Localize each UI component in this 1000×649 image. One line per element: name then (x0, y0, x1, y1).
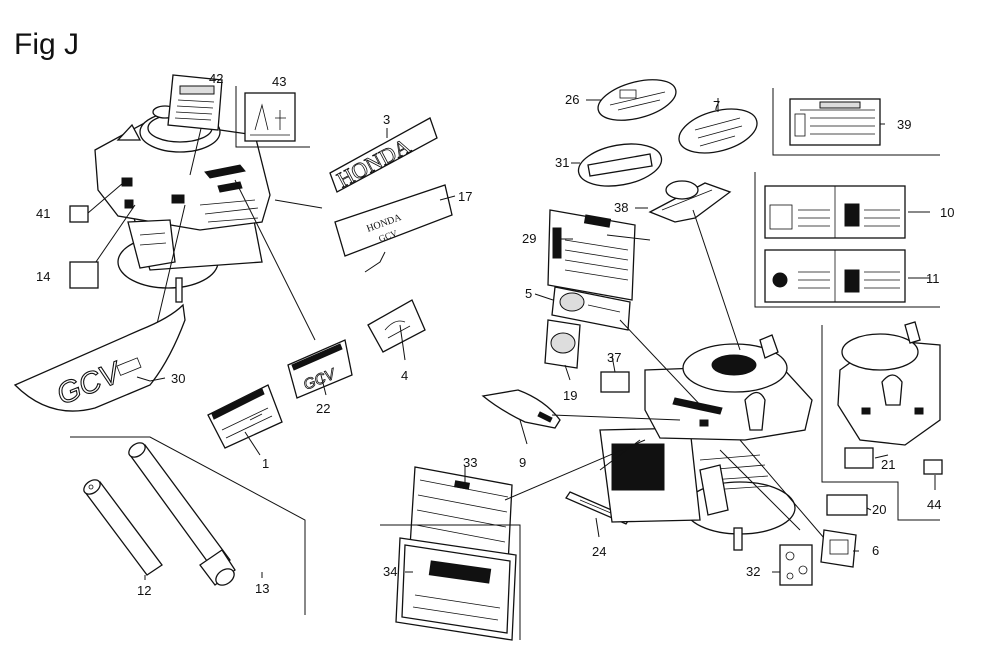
engine-right (599, 334, 813, 551)
callout-37: 37 (607, 350, 621, 365)
decal-1 (207, 384, 283, 449)
callout-32: 32 (746, 564, 760, 579)
decal-30-gcv: GCV (13, 303, 186, 412)
callout-30: 30 (171, 371, 185, 386)
callout-6: 6 (872, 543, 879, 558)
callout-17: 17 (458, 189, 472, 204)
decal-29 (547, 209, 636, 301)
decal-34 (395, 537, 517, 641)
decal-17: HONDA GCV (334, 184, 453, 257)
callout-leaders (136, 98, 936, 580)
decal-10 (764, 185, 906, 239)
decal-39 (789, 98, 881, 146)
group-boundary-39 (772, 88, 940, 156)
callout-38: 38 (614, 200, 628, 215)
tube-13 (128, 442, 236, 586)
tube-12 (83, 479, 163, 576)
leader-lines-left (86, 81, 323, 376)
group-boundary-lower-left (70, 436, 306, 615)
honda-text: HONDA (333, 133, 415, 192)
callout-5: 5 (525, 286, 532, 301)
callout-44: 44 (927, 497, 941, 512)
engine-left (94, 105, 271, 303)
decal-43 (244, 92, 296, 142)
figure-title: Fig J (14, 28, 80, 61)
decal-19 (544, 319, 581, 369)
callout-22: 22 (316, 401, 330, 416)
callout-42: 42 (209, 71, 223, 86)
decal-31 (577, 143, 663, 187)
callout-14: 14 (36, 269, 50, 284)
decal-21 (844, 447, 874, 469)
callout-19: 19 (563, 388, 577, 403)
callout-10: 10 (940, 205, 954, 220)
group-boundary-10-11 (754, 172, 940, 308)
callout-43: 43 (272, 74, 286, 89)
decal-9 (481, 389, 561, 429)
decal-44 (923, 459, 943, 475)
callout-33: 33 (463, 455, 477, 470)
decal-26 (597, 79, 677, 121)
callout-20: 20 (872, 502, 886, 517)
callout-39: 39 (897, 117, 911, 132)
callout-34: 34 (383, 564, 397, 579)
decal-41 (69, 205, 89, 223)
callout-1: 1 (262, 456, 269, 471)
callout-21: 21 (881, 457, 895, 472)
callout-4: 4 (401, 368, 408, 383)
decal-32 (779, 544, 813, 586)
decal-11 (764, 249, 906, 303)
decal-5 (551, 286, 631, 331)
callout-11: 11 (926, 271, 940, 286)
decal-20 (826, 494, 868, 516)
callout-24: 24 (592, 544, 606, 559)
decal-3-honda: HONDA (329, 117, 438, 193)
callout-9: 9 (519, 455, 526, 470)
callout-3: 3 (383, 112, 390, 127)
callout-7: 7 (713, 98, 720, 113)
callout-numbers: 42 43 3 17 41 14 30 22 4 1 12 13 26 7 31… (36, 71, 954, 598)
decal-22-gcv: GCV (287, 339, 353, 399)
callout-26: 26 (565, 92, 579, 107)
callout-41: 41 (36, 206, 50, 221)
decal-14 (69, 261, 99, 289)
group-boundary-33-34 (380, 524, 521, 640)
leader-lines-right (504, 209, 831, 546)
callout-29: 29 (522, 231, 536, 246)
group-boundary-inset (821, 325, 940, 521)
decal-4 (367, 299, 426, 353)
decal-42 (167, 74, 223, 131)
decal-37 (600, 371, 630, 393)
callout-31: 31 (555, 155, 569, 170)
engine-inset (837, 321, 941, 446)
decal-6 (820, 529, 857, 568)
decal-38 (648, 180, 732, 223)
callout-12: 12 (137, 583, 151, 598)
callout-13: 13 (255, 581, 269, 596)
decal-7 (678, 108, 758, 154)
